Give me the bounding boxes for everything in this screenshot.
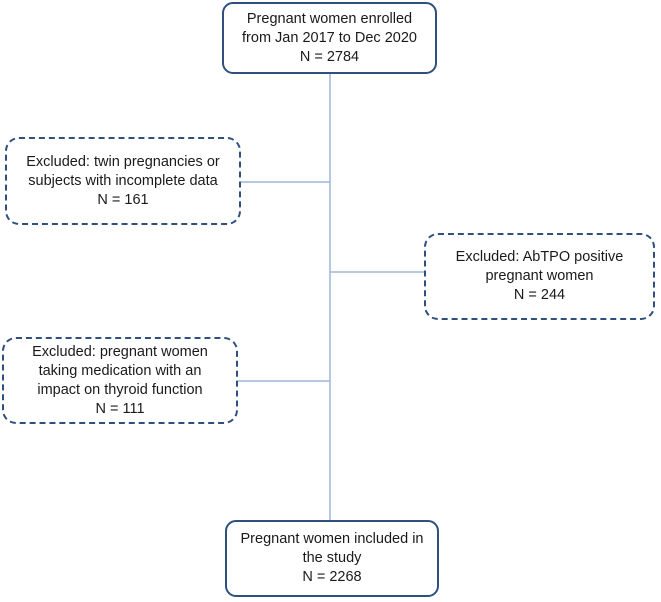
excluded-twin-line-1: Excluded: twin pregnancies or <box>26 153 220 170</box>
excluded-medication-line-2: taking medication with an <box>38 362 202 379</box>
excluded-abtpo-box: Excluded: AbTPO positive pregnant women … <box>424 233 655 320</box>
included-line-1: Pregnant women included in <box>240 531 424 547</box>
included-line-2: the study <box>302 550 362 566</box>
included-count: N = 2268 <box>302 569 362 585</box>
excluded-abtpo-line-1: Excluded: AbTPO positive <box>455 249 624 265</box>
enrolled-line-1: Pregnant women enrolled <box>246 10 413 27</box>
excluded-medication-count: N = 111 <box>95 400 145 417</box>
enrolled-count: N = 2784 <box>299 48 360 65</box>
enrolled-line-2: from Jan 2017 to Dec 2020 <box>242 29 417 46</box>
excluded-twin-count: N = 161 <box>97 191 149 208</box>
excluded-medication-line-3: impact on thyroid function <box>37 381 203 398</box>
enrolled-box: Pregnant women enrolled from Jan 2017 to… <box>222 2 437 74</box>
excluded-medication-line-1: Excluded: pregnant women <box>32 343 208 360</box>
excluded-twin-line-2: subjects with incomplete data <box>28 172 218 189</box>
excluded-medication-box: Excluded: pregnant women taking medicati… <box>2 337 238 424</box>
excluded-abtpo-count: N = 244 <box>513 287 566 303</box>
included-box: Pregnant women included in the study N =… <box>225 520 439 597</box>
excluded-abtpo-line-2: pregnant women <box>485 268 594 284</box>
excluded-twin-box: Excluded: twin pregnancies or subjects w… <box>5 137 241 225</box>
